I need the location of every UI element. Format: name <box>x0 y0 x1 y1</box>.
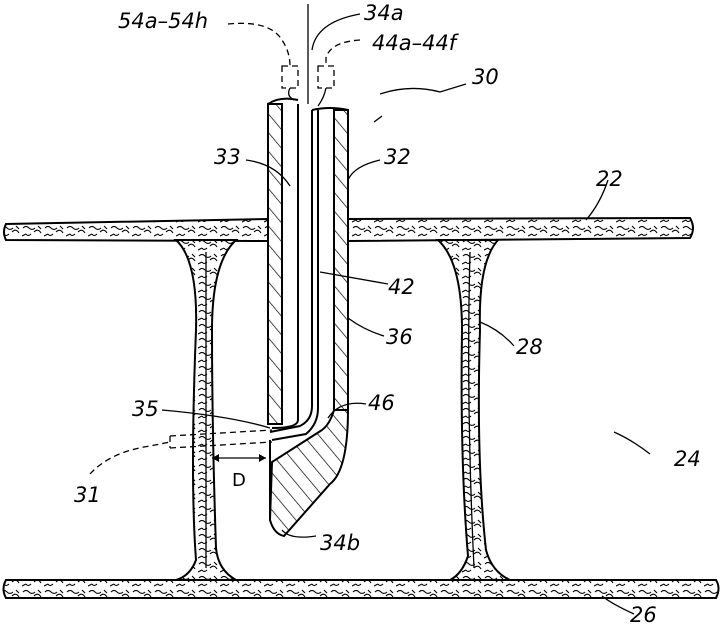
label-33: 33 <box>214 145 241 169</box>
label-34a: 34a <box>364 1 404 25</box>
label-31: 31 <box>74 483 101 507</box>
catheter-left-wall <box>268 104 282 424</box>
label-30: 30 <box>472 65 499 89</box>
catheter-right-wall <box>334 110 348 410</box>
label-22: 22 <box>596 167 623 191</box>
label-D: D <box>232 470 246 491</box>
label-32: 32 <box>384 145 411 169</box>
lower-wall <box>4 580 719 598</box>
label-44a-44f: 44a–44f <box>372 31 460 55</box>
dashed-extension <box>170 430 272 448</box>
label-24: 24 <box>674 447 701 471</box>
right-septum <box>438 240 510 580</box>
connector-right <box>318 66 334 88</box>
connector-left <box>282 66 298 88</box>
label-36: 36 <box>386 325 413 349</box>
label-42: 42 <box>388 275 415 299</box>
label-34b: 34b <box>320 531 360 555</box>
label-35: 35 <box>132 397 159 421</box>
label-46: 46 <box>368 391 395 415</box>
catheter <box>268 99 348 536</box>
label-26: 26 <box>630 603 657 627</box>
label-54a-54h: 54a–54h <box>118 9 208 33</box>
label-28: 28 <box>516 335 543 359</box>
